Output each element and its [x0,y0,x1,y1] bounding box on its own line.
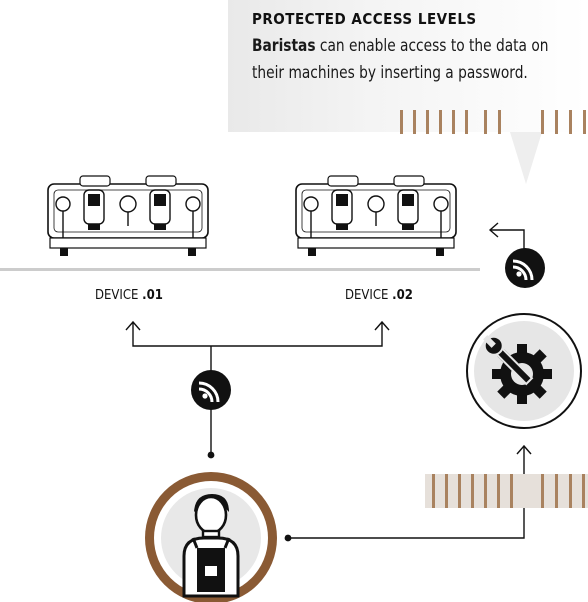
callout-box [228,0,588,132]
callout-pointer [510,132,542,184]
connector-dot-top [207,451,215,459]
device-label-text: DEVICE [95,288,143,303]
connector-dot-right [284,534,292,542]
espresso-machine-2 [295,175,457,257]
floor-shadow-2 [250,268,480,271]
device-label-text: DEVICE [345,288,393,303]
callout-body: Baristas can enable access to the data o… [252,33,549,87]
device-number: .01 [142,288,163,303]
barista-avatar-icon [145,472,277,602]
wifi-signal-icon-right [503,246,547,290]
callout-title: PROTECTED ACCESS LEVELS [252,10,477,28]
callout-stripes [400,110,586,134]
espresso-machine-1 [47,175,209,257]
floor-shadow-1 [0,268,250,271]
device-label-2: DEVICE .02 [345,288,413,303]
device-number: .02 [392,288,413,303]
callout-body-text: can enable access to the data on their m… [252,36,549,83]
bottom-stripes [425,474,588,508]
device-label-1: DEVICE .01 [95,288,163,303]
callout-body-emphasis: Baristas [252,36,316,56]
gear-wrench-icon [466,313,582,429]
wifi-signal-icon-center [189,368,233,412]
